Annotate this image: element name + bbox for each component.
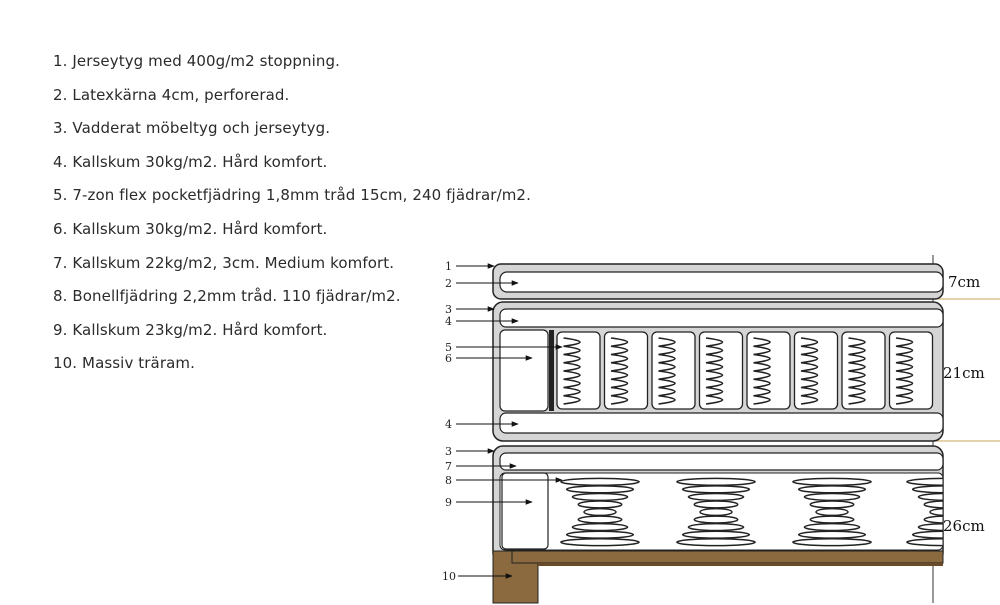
bonell-spring-coil: [917, 492, 943, 502]
mattress-edge-foam: [499, 329, 549, 412]
bonell-spring-coil: [906, 538, 943, 547]
callout-3a: 3: [445, 303, 452, 316]
callouts: 1 2 3 4 5 6 4 3 7 8 9 10: [442, 260, 563, 583]
bonell-spring-coil: [923, 515, 943, 524]
callout-7: 7: [445, 460, 452, 473]
wood-frame-rail: [511, 550, 944, 564]
callout-4a: 4: [445, 315, 452, 328]
callout-6: 6: [445, 352, 452, 365]
spec-item-4: 4. Kallskum 30kg/m2. Hård komfort.: [53, 152, 328, 171]
spec-item-10: 10. Massiv träram.: [53, 354, 195, 373]
callout-8: 8: [445, 474, 452, 487]
callout-9: 9: [445, 496, 452, 509]
bonell-spring-coil: [917, 522, 943, 532]
spec-item-6: 6. Kallskum 30kg/m2. Hård komfort.: [53, 219, 328, 238]
mattress-top-foam: [499, 308, 944, 328]
pocket-spring-coil: [753, 337, 771, 405]
callout-4b: 4: [445, 418, 452, 431]
mattress-bottom-foam: [499, 412, 944, 434]
bonell-springs: [560, 477, 943, 547]
pocket-spring-coil: [705, 337, 724, 405]
pocket-spring-casing: [556, 331, 601, 410]
pocket-spring-coil: [848, 337, 866, 405]
pocket-springs: [556, 331, 934, 410]
base-top-foam: [499, 452, 944, 471]
pocket-spring-casing: [888, 331, 934, 410]
callout-5: 5: [445, 341, 452, 354]
bonell-spring-partial: [906, 477, 943, 547]
bonell-spring-coil: [911, 485, 943, 494]
spec-item-1: 1. Jerseytyg med 400g/m2 stoppning.: [53, 52, 341, 70]
topper-latex-core: [499, 271, 944, 293]
spec-item-2: 2. Latexkärna 4cm, perforerad.: [53, 85, 290, 104]
pocket-spring-coil: [895, 337, 914, 405]
spec-item-9: 9. Kallskum 23kg/m2. Hård komfort.: [53, 320, 328, 339]
bonell-spring-coil: [792, 538, 872, 547]
pocket-spring-casing: [793, 331, 839, 410]
callout-2: 2: [445, 277, 452, 290]
spec-item-7: 7. Kallskum 22kg/m2, 3cm. Medium komfort…: [53, 253, 395, 272]
bonell-spring-coil: [560, 538, 640, 547]
spec-item-8: 8. Bonellfjädring 2,2mm tråd. 110 fjädra…: [53, 287, 401, 306]
topper-layer: [492, 263, 944, 300]
mattress-edge-divider: [549, 330, 554, 411]
pocket-spring-coil: [658, 337, 676, 405]
callout-3b: 3: [445, 445, 452, 458]
wood-frame-board: [538, 563, 943, 566]
pocket-spring-casing: [651, 331, 696, 410]
pocket-spring-coil: [563, 337, 581, 405]
bonell-spring-coil: [676, 538, 756, 547]
callout-10: 10: [442, 570, 456, 583]
spec-item-3: 3. Vadderat möbeltyg och jerseytyg.: [53, 119, 331, 138]
bonell-spring-coil: [911, 530, 943, 539]
dimension-top-label: 7cm: [948, 273, 980, 291]
base-edge-foam: [501, 472, 549, 550]
layer-spec-list: 1. Jerseytyg med 400g/m2 stoppning. 2. L…: [53, 48, 531, 384]
spec-item-5: 5. 7-zon flex pocketfjädring 1,8mm tråd …: [53, 186, 531, 205]
bonell-spring-coil: [929, 507, 943, 517]
pocket-spring-casing: [746, 331, 791, 410]
dimension-bottom-label: 26cm: [943, 517, 985, 535]
pocket-spring-casing: [698, 331, 744, 410]
pocket-spring-casing: [841, 331, 886, 410]
pocket-spring-coil: [800, 337, 819, 405]
pocket-spring-coil: [610, 337, 629, 405]
bonell-spring-coil: [906, 477, 943, 486]
bonell-spring-coil: [923, 500, 943, 509]
pocket-mattress-layer: [492, 301, 944, 442]
callout-1: 1: [445, 260, 452, 273]
pocket-spring-casing: [603, 331, 649, 410]
dimension-middle-label: 21cm: [943, 364, 985, 382]
base-layer: [492, 445, 944, 604]
